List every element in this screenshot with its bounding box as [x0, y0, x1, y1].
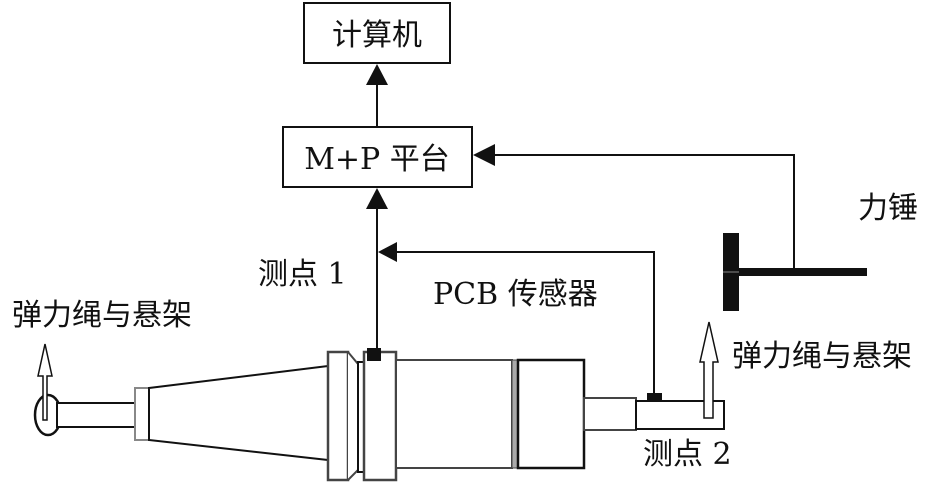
suspension-right-label: 弹力绳与悬架 — [732, 339, 912, 374]
arrowhead-icon — [366, 64, 388, 85]
computer-node: 计算机 — [303, 2, 451, 64]
arrowhead-icon — [378, 242, 397, 262]
edge-platform-computer — [366, 64, 388, 127]
arrow-up-icon — [699, 321, 719, 419]
sensor-label: PCB 传感器 — [433, 277, 598, 312]
arrowhead-icon — [473, 144, 495, 166]
force-hammer — [723, 233, 867, 311]
arrow-up-icon — [37, 343, 53, 421]
suspension-arrow-right — [699, 321, 719, 419]
computer-label: 计算机 — [332, 18, 422, 53]
platform-label: M+P 平台 — [304, 142, 450, 177]
edge-point1-platform — [366, 188, 388, 352]
tool-holder — [33, 348, 725, 482]
suspension-left-label: 弹力绳与悬架 — [12, 298, 192, 333]
arrowhead-icon — [366, 188, 388, 209]
platform-node: M+P 平台 — [282, 126, 473, 188]
edge-hammer-platform — [473, 144, 795, 270]
suspension-arrow-left — [37, 343, 53, 421]
point1-sensor — [367, 348, 381, 361]
point2-sensor — [647, 393, 662, 401]
hammer-label: 力锤 — [858, 191, 918, 226]
point2-label: 测点 2 — [643, 437, 732, 472]
point1-label: 测点 1 — [258, 257, 347, 292]
edge-sensor — [378, 242, 655, 393]
